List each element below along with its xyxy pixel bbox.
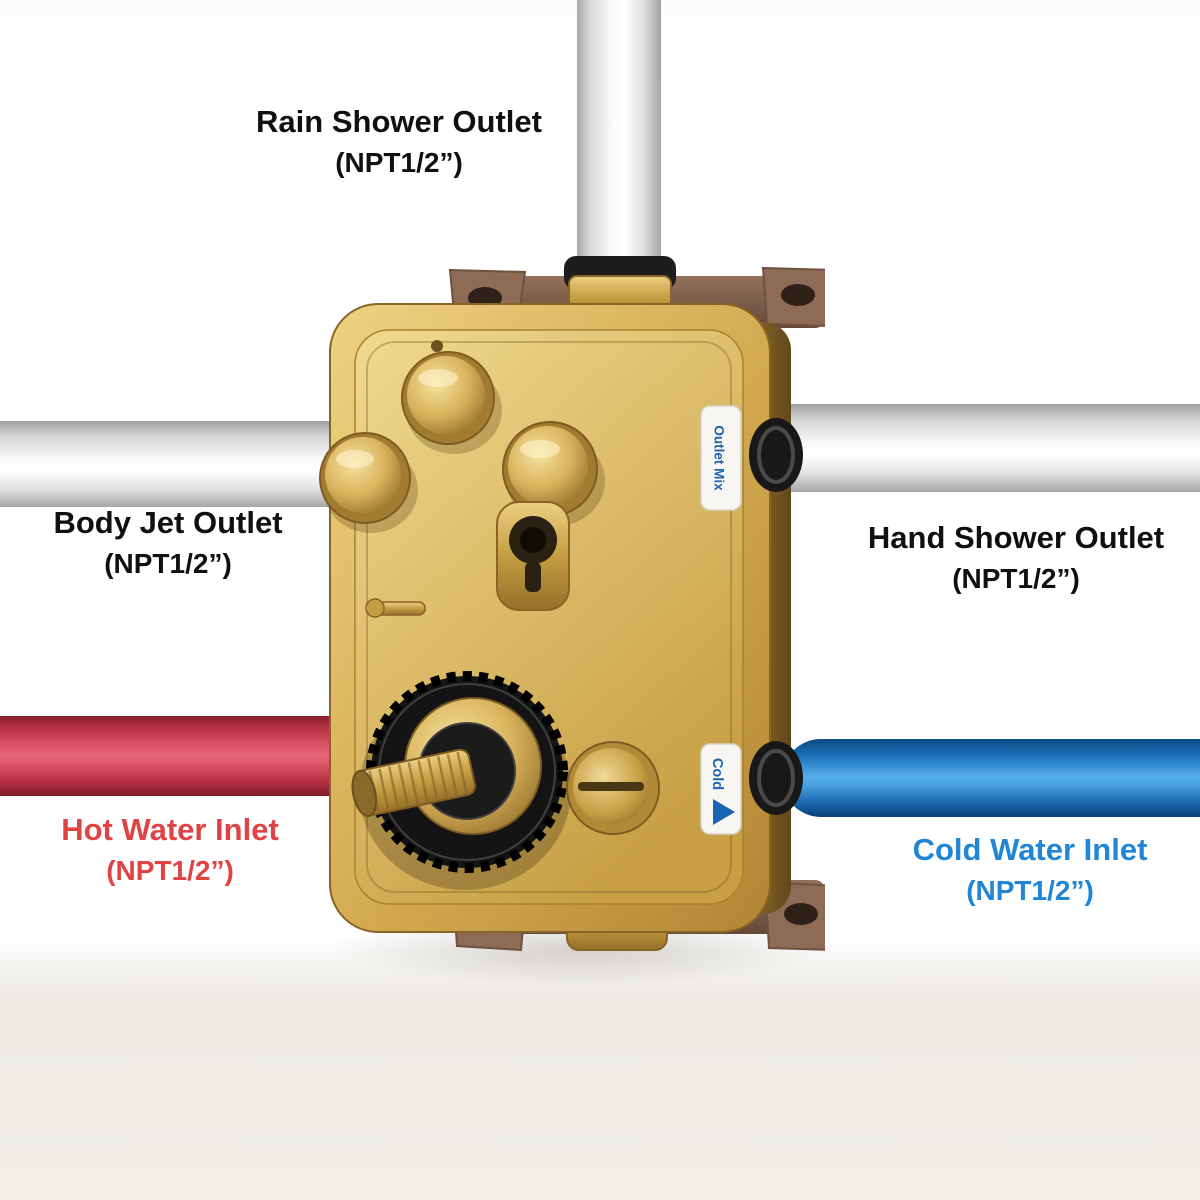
label-spec: (NPT1/2”) [104, 547, 232, 579]
label-hot-water-inlet: Hot Water Inlet (NPT1/2”) [61, 810, 279, 890]
keyhole-mount [496, 501, 570, 611]
label-spec: (NPT1/2”) [106, 854, 234, 886]
label-spec: (NPT1/2”) [952, 562, 1080, 594]
rain-shower-pipe [577, 0, 661, 280]
bracket-screw-hole [781, 284, 815, 306]
screw-boss [566, 741, 660, 835]
hot-water-pipe [0, 716, 372, 796]
label-title: Hot Water Inlet [61, 812, 279, 847]
label-spec: (NPT1/2”) [966, 874, 1094, 906]
label-hand-shower-outlet: Hand Shower Outlet (NPT1/2”) [868, 518, 1164, 598]
cold-water-pipe [782, 739, 1200, 817]
hand-shower-pipe [778, 404, 1200, 492]
face-screw [431, 340, 443, 352]
outlet-mix-strip: Outlet Mix [700, 405, 742, 511]
label-cold-water-inlet: Cold Water Inlet (NPT1/2”) [913, 830, 1148, 910]
cold-marking: Cold [709, 758, 725, 790]
test-pin [365, 598, 426, 618]
body-jet-pipe [0, 421, 356, 507]
thermostatic-cartridge [351, 671, 571, 890]
service-port-cap [401, 351, 502, 454]
label-title: Hand Shower Outlet [867, 520, 1165, 555]
cold-inlet-port-seal [749, 741, 803, 815]
label-spec: (NPT1/2”) [335, 146, 463, 178]
cold-flow-arrow-icon [713, 799, 735, 825]
cartridge-spline-stem [351, 748, 476, 818]
valve-assembly-graphic: Outlet Mix Cold [319, 256, 825, 952]
outlet-mix-marking: Outlet Mix [711, 425, 726, 491]
label-body-jet-outlet: Body Jet Outlet (NPT1/2”) [53, 503, 282, 583]
service-port-cap [319, 432, 418, 533]
label-title: Cold Water Inlet [912, 832, 1148, 867]
hand-shower-port-seal [749, 418, 803, 492]
label-rain-shower-outlet: Rain Shower Outlet (NPT1/2”) [256, 102, 542, 182]
bracket-screw-hole [784, 903, 818, 925]
label-title: Rain Shower Outlet [256, 104, 542, 139]
label-title: Body Jet Outlet [53, 505, 283, 540]
cold-strip: Cold [700, 743, 742, 835]
